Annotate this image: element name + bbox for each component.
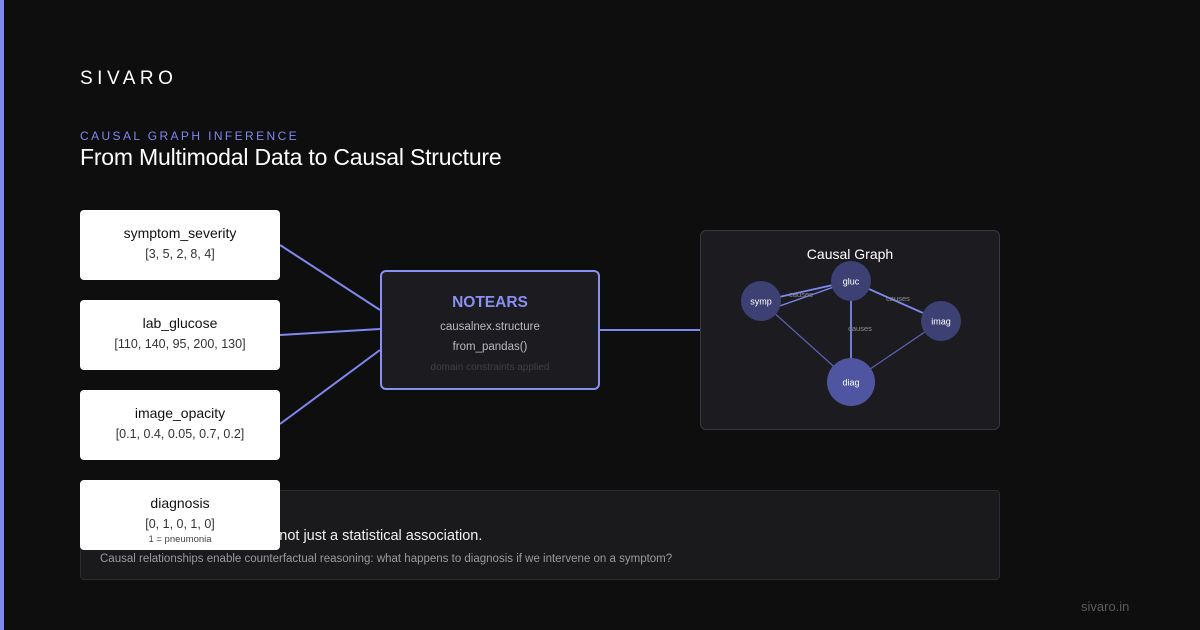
input-card-lab-glucose: lab_glucose [110, 140, 95, 200, 130] (80, 300, 280, 370)
input-note: 1 = pneumonia (148, 534, 212, 545)
node-label-diag: diag (842, 378, 859, 388)
notears-title: NOTEARS (452, 294, 528, 311)
input-values: [110, 140, 95, 200, 130] (114, 337, 246, 351)
input-values: [0.1, 0.4, 0.05, 0.7, 0.2] (115, 427, 245, 441)
input-name: symptom_severity (123, 225, 237, 241)
graph-title: Causal Graph (806, 246, 894, 262)
node-imag (921, 301, 961, 341)
page-title: From Multimodal Data to Causal Structure (80, 144, 502, 170)
accent-bar (0, 0, 4, 630)
node-label-gluc: gluc (843, 277, 860, 287)
input-name: diagnosis (150, 495, 210, 511)
edge-label-gluc-imag: causes (886, 294, 910, 303)
input-values: [3, 5, 2, 8, 4] (145, 247, 215, 261)
input-name: image_opacity (134, 405, 226, 421)
node-gluc (831, 261, 871, 301)
connector-image (279, 349, 381, 425)
connector-glucose (279, 328, 381, 336)
notears-box: NOTEARS causalnex.structure from_pandas(… (380, 270, 600, 390)
connector-symptom (279, 244, 381, 311)
input-values: [0, 1, 0, 1, 0] (145, 517, 215, 531)
node-label-symp: symp (750, 297, 772, 307)
notears-function: from_pandas() (452, 341, 528, 353)
section-eyebrow: CAUSAL GRAPH INFERENCE (80, 129, 300, 143)
edge-label-gluc-diag: causes (848, 324, 872, 333)
node-diag (827, 358, 875, 406)
input-name: lab_glucose (142, 315, 218, 331)
input-card-image-opacity: image_opacity [0.1, 0.4, 0.05, 0.7, 0.2] (80, 390, 280, 460)
edge-label-symp-gluc: causes (789, 290, 813, 299)
causal-graph-panel: Causal Graph causes causes causes symp g… (700, 230, 1000, 430)
brand-logo: SIVARO (80, 68, 178, 89)
notears-constraints: domain constraints applied (430, 362, 550, 373)
node-symp (741, 281, 781, 321)
causal-graph: causes causes causes symp gluc imag diag (741, 261, 961, 406)
callout-sub-text: Causal relationships enable counterfactu… (100, 553, 673, 565)
notears-module: causalnex.structure (440, 321, 540, 333)
footer-url: sivaro.in (1081, 599, 1130, 614)
input-card-symptom-severity: symptom_severity [3, 5, 2, 8, 4] (80, 210, 280, 280)
input-card-diagnosis: diagnosis [0, 1, 0, 1, 0] 1 = pneumonia (80, 480, 280, 550)
node-label-imag: imag (931, 317, 951, 327)
